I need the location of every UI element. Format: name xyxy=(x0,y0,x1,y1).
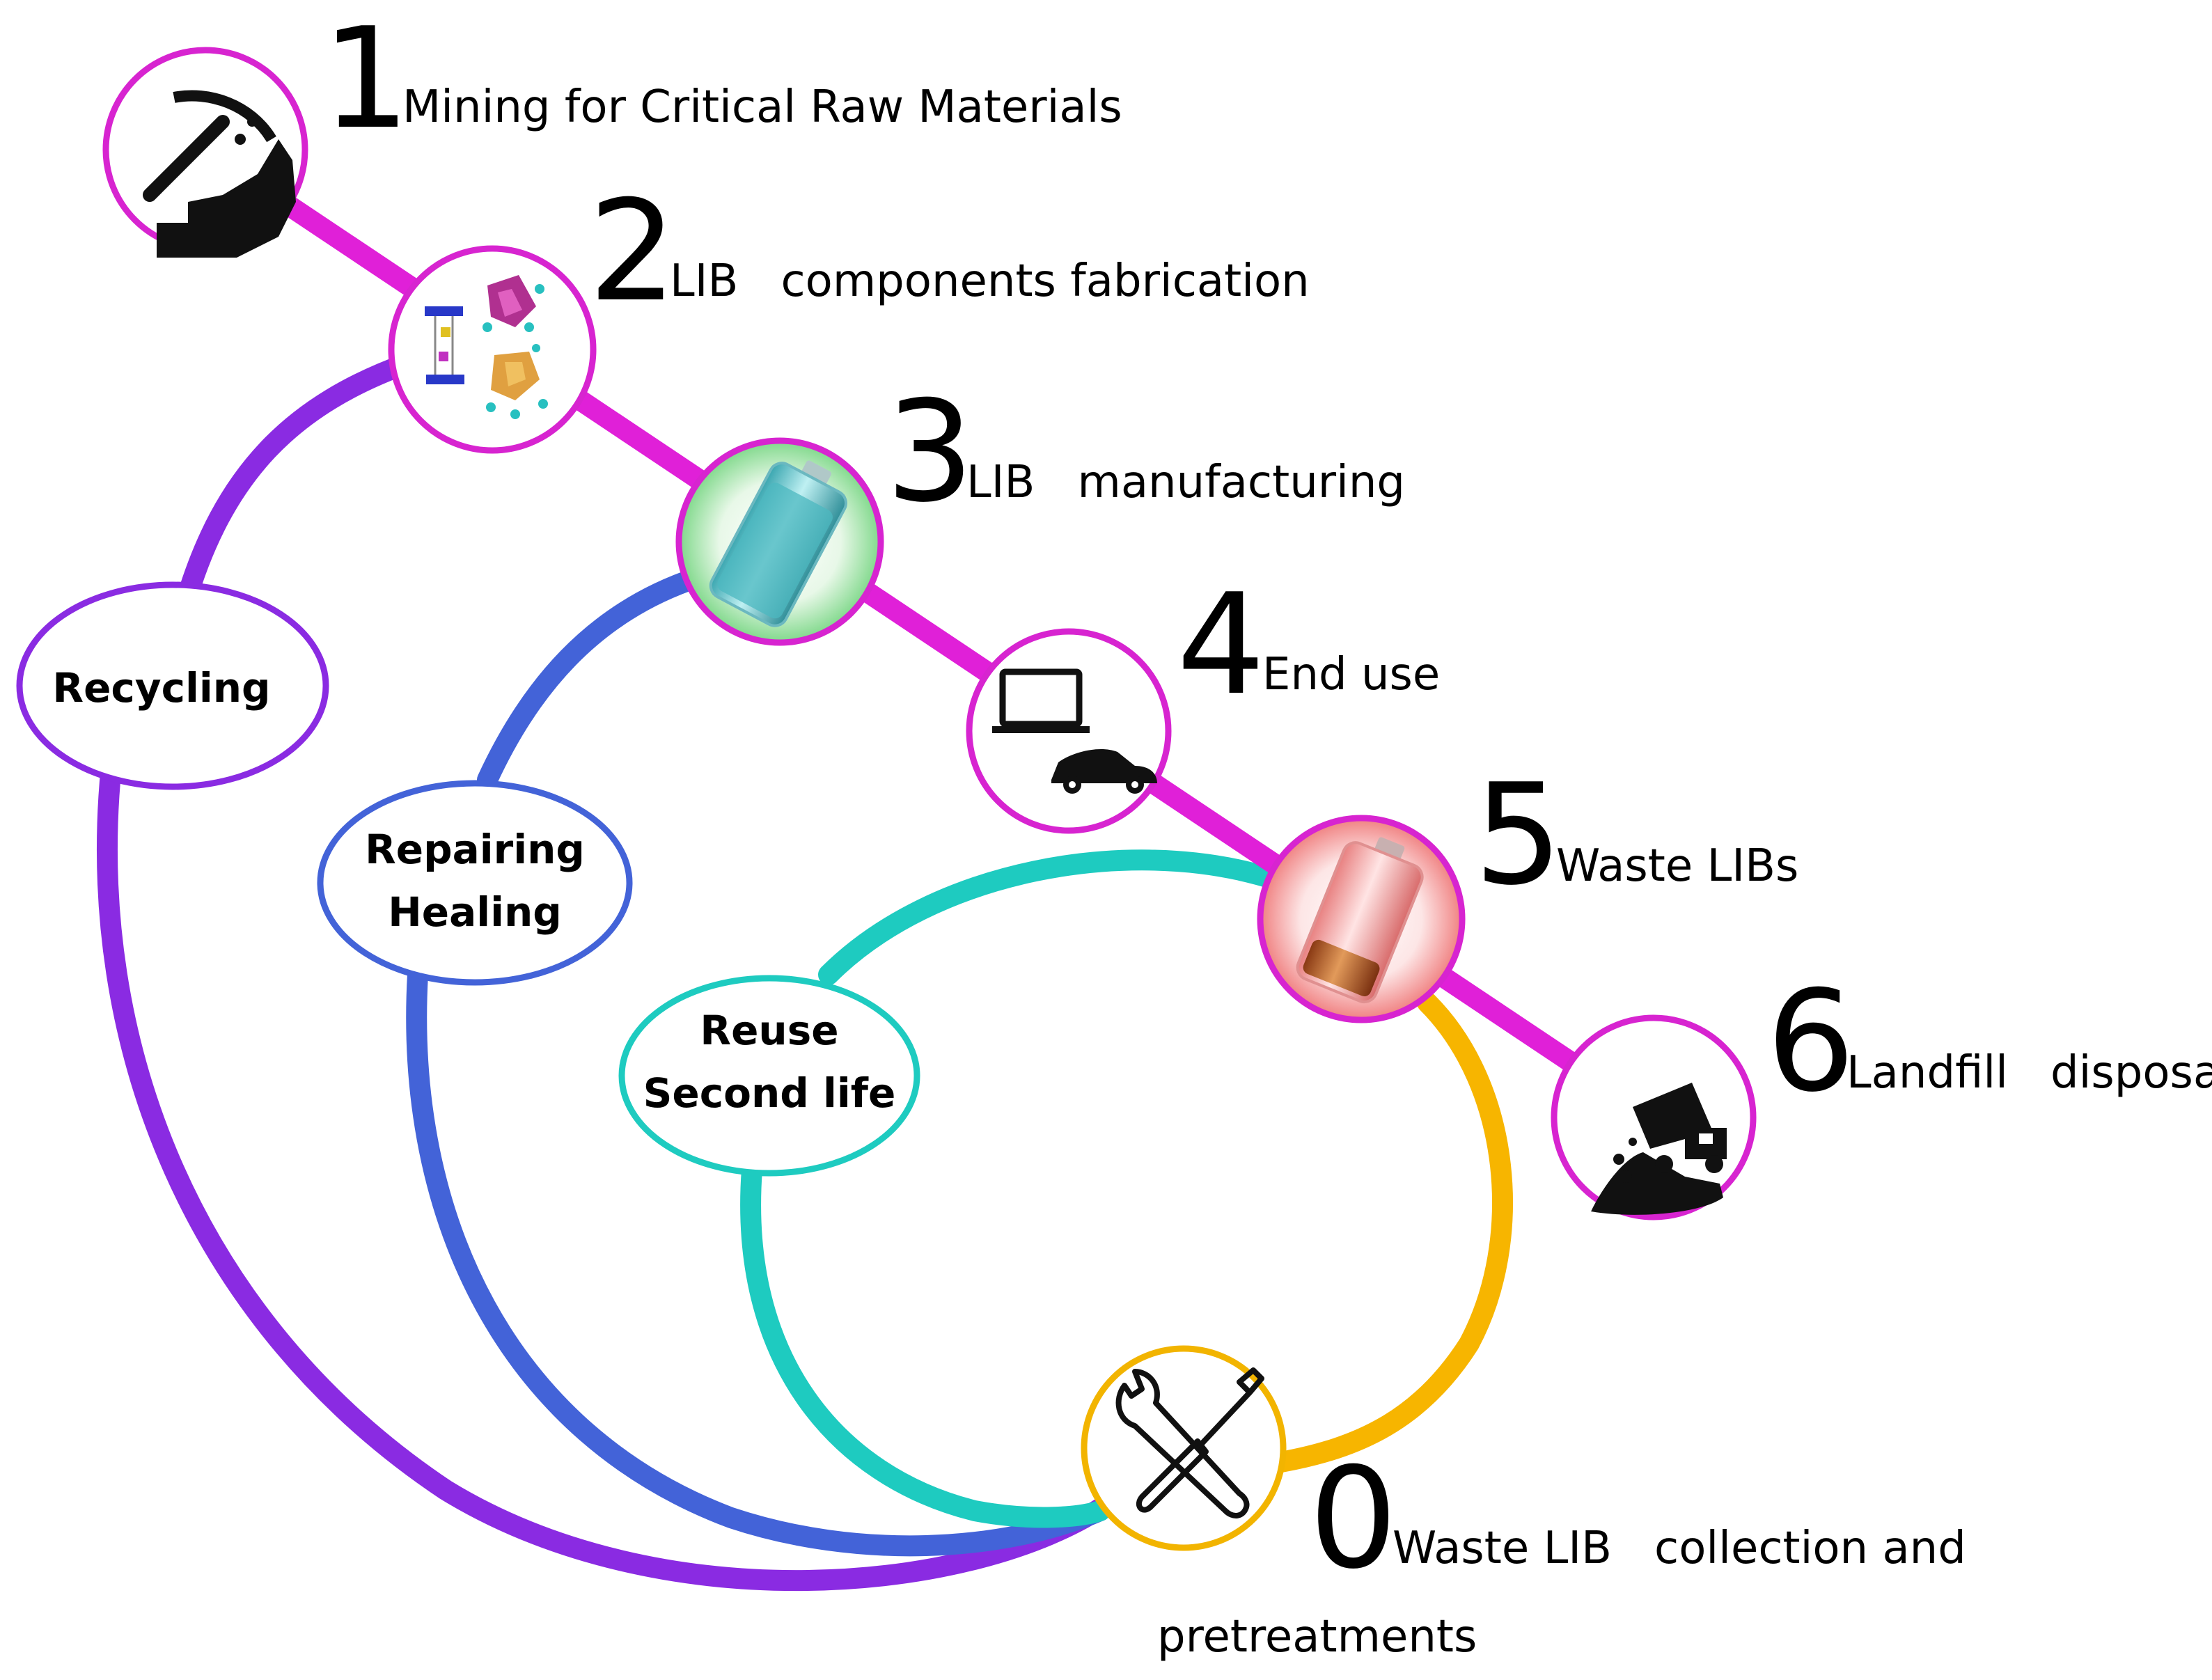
svg-text:2: 2 xyxy=(588,171,677,333)
stage-6-node xyxy=(1551,1014,1757,1220)
dump-truck-icon xyxy=(1591,1083,1727,1215)
svg-text:Waste LIB collection and: Waste LIB collection and xyxy=(1393,1523,1966,1574)
stage-1-label: 1 Mining for Critical Raw Materials xyxy=(322,0,1122,160)
svg-text:Healing: Healing xyxy=(388,888,562,936)
svg-text:pretreatments: pretreatments xyxy=(1157,1611,1477,1663)
svg-text:Repairing: Repairing xyxy=(365,826,585,873)
laptop-car-icon xyxy=(992,668,1157,794)
stage-2-label: 2 LIB components fabrication xyxy=(588,171,1310,333)
recycling-label: Recycling xyxy=(16,581,329,790)
stage-1-node xyxy=(102,47,308,258)
svg-text:4: 4 xyxy=(1177,564,1265,726)
stage-5-label: 5 Waste LIBs xyxy=(1474,754,1798,916)
svg-text:LIB components fabrication: LIB components fabrication xyxy=(670,256,1310,307)
svg-text:Recycling: Recycling xyxy=(52,664,270,712)
svg-text:Waste LIBs: Waste LIBs xyxy=(1556,840,1798,892)
stage-3-node xyxy=(675,437,884,646)
stage-5-node xyxy=(1257,815,1466,1023)
svg-text:6: 6 xyxy=(1766,961,1855,1123)
svg-text:End use: End use xyxy=(1262,649,1440,700)
reuse-loop-path xyxy=(740,849,1278,1528)
crystal-structure-icon xyxy=(425,275,548,419)
svg-text:1: 1 xyxy=(322,0,410,160)
stage-2-node xyxy=(388,245,597,454)
mining-pickaxe-icon xyxy=(143,90,296,258)
svg-text:0: 0 xyxy=(1309,1438,1397,1600)
stage-4-node xyxy=(966,628,1172,834)
reuse-second-life-label: Reuse Second life xyxy=(618,975,920,1177)
repairing-healing-label: Repairing Healing xyxy=(317,780,633,986)
svg-text:5: 5 xyxy=(1474,754,1562,916)
wrench-screwdriver-icon xyxy=(1115,1367,1264,1518)
stage-0-label: 0 Waste LIB collection and pretreatments xyxy=(1157,1438,1966,1663)
stage-6-label: 6 Landfill disposal xyxy=(1766,961,2212,1123)
stage-0-node xyxy=(1081,1345,1287,1551)
svg-text:Reuse: Reuse xyxy=(700,1007,838,1054)
svg-text:3: 3 xyxy=(886,371,974,533)
svg-text:Second life: Second life xyxy=(643,1069,896,1117)
depleted-battery-icon xyxy=(1296,837,1424,1004)
stage-4-label: 4 End use xyxy=(1177,564,1440,726)
svg-text:Mining for Critical Raw Materi: Mining for Critical Raw Materials xyxy=(402,81,1122,133)
collection-loop-path xyxy=(1271,992,1513,1473)
full-battery-icon xyxy=(709,460,847,627)
recycling-loop-path xyxy=(97,352,1117,1592)
svg-text:LIB manufacturing: LIB manufacturing xyxy=(966,457,1405,508)
svg-text:Landfill disposal: Landfill disposal xyxy=(1846,1047,2212,1099)
repairing-loop-path xyxy=(406,567,1111,1557)
stage-3-label: 3 LIB manufacturing xyxy=(886,371,1405,533)
